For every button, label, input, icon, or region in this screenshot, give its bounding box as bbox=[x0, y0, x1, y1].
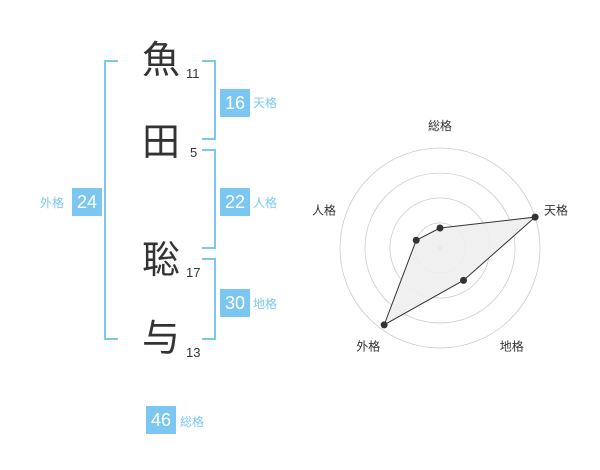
tenkaku-label: 天格 bbox=[253, 96, 278, 110]
radar-point bbox=[412, 236, 420, 244]
chikaku-label: 地格 bbox=[253, 297, 278, 311]
tenkaku-value: 16 bbox=[220, 89, 250, 117]
jinkaku-label: 人格 bbox=[253, 196, 278, 210]
radar-points bbox=[380, 213, 539, 329]
radar-axis-label: 人格 bbox=[312, 202, 336, 217]
name-char-2: 田 bbox=[141, 120, 180, 164]
stroke-count-2: 5 bbox=[190, 145, 198, 160]
radar-point bbox=[436, 224, 444, 232]
soukaku-label: 総格 bbox=[180, 415, 205, 429]
radar-ring bbox=[364, 172, 516, 324]
soukaku-value: 46 bbox=[146, 406, 176, 434]
radar-axis-label: 総格 bbox=[428, 118, 452, 133]
radar-ring bbox=[339, 147, 541, 349]
jinkaku-value: 22 bbox=[220, 188, 250, 216]
jinkaku-bracket bbox=[202, 149, 216, 249]
radar-axis-label: 外格 bbox=[356, 339, 380, 354]
radar-shape bbox=[383, 216, 537, 326]
radar-point bbox=[380, 321, 388, 329]
chikaku-bracket bbox=[202, 258, 216, 340]
gaikaku-bracket bbox=[104, 60, 118, 340]
name-char-4: 与 bbox=[141, 316, 180, 360]
radar-axis-label: 地格 bbox=[500, 339, 524, 354]
radar-point bbox=[531, 213, 539, 221]
stroke-count-4: 13 bbox=[186, 345, 201, 360]
gaikaku-label: 外格 bbox=[40, 196, 65, 210]
gaikaku-value: 24 bbox=[72, 188, 102, 216]
name-char-1: 魚 bbox=[141, 38, 180, 82]
tenkaku-bracket bbox=[202, 60, 216, 140]
name-char-3: 聡 bbox=[141, 238, 180, 282]
radar-point bbox=[460, 276, 468, 284]
stroke-count-1: 11 bbox=[186, 66, 200, 81]
chikaku-value: 30 bbox=[220, 289, 250, 317]
stroke-count-3: 17 bbox=[186, 265, 201, 280]
radar-axis-label: 天格 bbox=[544, 202, 568, 217]
